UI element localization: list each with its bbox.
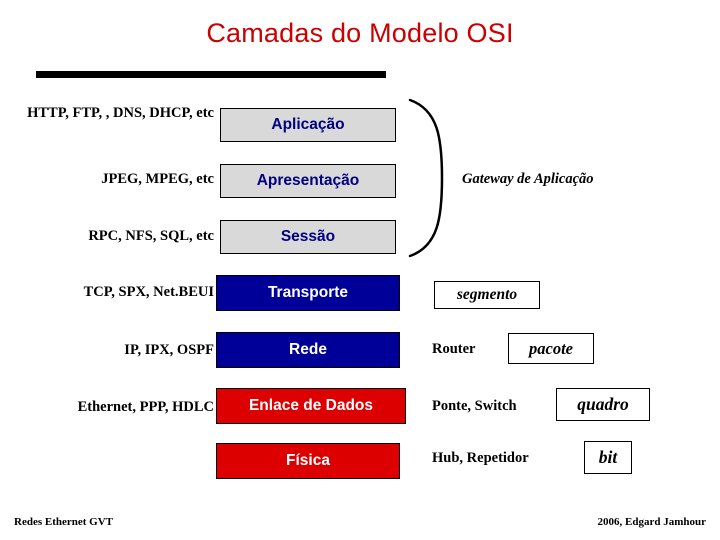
layer-box-fisica[interactable]: Física: [216, 443, 400, 479]
title-underline-rule: [36, 71, 386, 78]
pdu-box-pacote: pacote: [508, 333, 594, 364]
layer-box-enlace-de-dados[interactable]: Enlace de Dados: [216, 388, 406, 424]
protocol-label-session: RPC, NFS, SQL, etc: [88, 228, 214, 244]
layer-box-rede[interactable]: Rede: [216, 332, 400, 368]
gateway-de-aplicacao-label: Gateway de Aplicação: [462, 171, 594, 187]
application-gateway-brace: [408, 98, 456, 258]
pdu-box-quadro: quadro: [556, 388, 650, 421]
footer-right-text: 2006, Edgard Jamhour: [597, 516, 707, 528]
device-label-hub-repetidor: Hub, Repetidor: [432, 450, 529, 466]
footer-left-text: Redes Ethernet GVT: [14, 516, 113, 528]
protocol-label-network: IP, IPX, OSPF: [124, 342, 214, 358]
layer-box-apresentacao[interactable]: Apresentação: [220, 164, 396, 198]
protocol-label-transport: TCP, SPX, Net.BEUI: [83, 284, 214, 300]
protocol-label-application: HTTP, FTP, , DNS, DHCP, etc: [27, 105, 214, 121]
protocol-label-datalink: Ethernet, PPP, HDLC: [77, 399, 214, 415]
protocol-label-presentation: JPEG, MPEG, etc: [101, 171, 214, 187]
pdu-box-segmento: segmento: [434, 281, 540, 309]
layer-box-aplicacao[interactable]: Aplicação: [220, 108, 396, 142]
device-label-ponte-switch: Ponte, Switch: [432, 398, 517, 414]
layer-box-transporte[interactable]: Transporte: [216, 275, 400, 311]
device-label-router: Router: [432, 341, 476, 357]
pdu-box-bit: bit: [584, 441, 632, 474]
page-title: Camadas do Modelo OSI: [206, 18, 514, 48]
layer-box-sessao[interactable]: Sessão: [220, 220, 396, 254]
